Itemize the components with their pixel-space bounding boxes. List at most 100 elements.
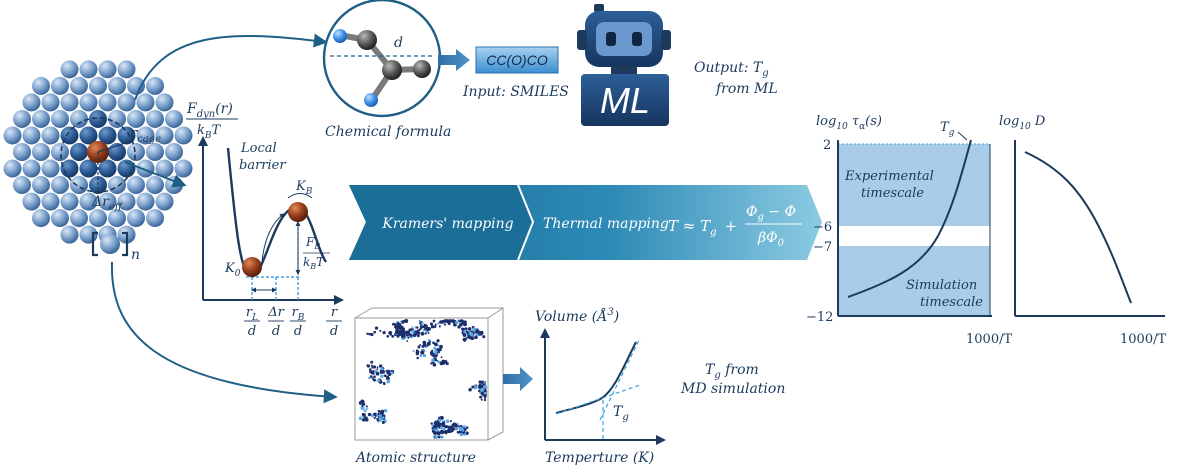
atom [452, 422, 457, 427]
cluster-sphere [108, 209, 126, 228]
cluster-sphere [41, 93, 60, 112]
barrier-particle [288, 202, 308, 222]
atom [455, 321, 459, 325]
atom [377, 409, 381, 413]
atom [423, 324, 427, 329]
carbon-atom [382, 60, 402, 80]
cluster-sphere [3, 159, 22, 178]
cluster-sphere [51, 209, 69, 228]
atom [478, 389, 481, 393]
atom [379, 329, 382, 332]
cluster-sphere [22, 159, 41, 178]
atom [420, 322, 424, 325]
free-energy-y-numerator: Fdyn(r) [186, 101, 233, 120]
cluster-sphere [117, 192, 136, 211]
atom [442, 420, 445, 423]
atom [462, 333, 467, 337]
atom [439, 361, 444, 366]
atom [441, 320, 445, 324]
atom [383, 382, 386, 386]
md-tg-label: Tg [613, 404, 629, 423]
cluster-sphere [89, 209, 107, 228]
atom [440, 356, 443, 359]
atom [368, 332, 371, 336]
cluster-sphere [155, 126, 174, 145]
cluster-sphere [136, 93, 155, 112]
bond-d-label: d [394, 35, 403, 51]
atom [463, 329, 467, 334]
atom [382, 416, 385, 419]
cluster-sphere [60, 192, 79, 211]
free-energy-plot [198, 136, 344, 305]
atom [480, 398, 483, 401]
cage-radius-line [97, 139, 135, 153]
simulation-timescale-label: Simulation [906, 278, 977, 293]
arrow-to-smiles [438, 49, 470, 71]
cluster-sphere [13, 176, 31, 195]
cluster-sphere [127, 109, 145, 128]
atom [370, 413, 374, 417]
diffusion-plot [1014, 140, 1165, 317]
cluster-sphere [70, 76, 88, 95]
cluster-sphere [146, 209, 164, 228]
atom [451, 319, 455, 323]
melt-asymptote [599, 337, 641, 421]
atom [424, 332, 427, 335]
cluster-sphere [108, 109, 126, 128]
atom [374, 412, 377, 415]
cluster-sphere [136, 126, 155, 145]
atom [378, 417, 383, 421]
arrow-to-potential [124, 161, 187, 188]
atom [422, 329, 425, 332]
atom [433, 325, 437, 329]
cluster-sphere [174, 126, 193, 145]
atom [383, 408, 388, 413]
atom [427, 326, 431, 331]
cluster-sphere [32, 109, 50, 128]
cluster-sphere [22, 93, 41, 112]
volume-curve [555, 341, 637, 414]
atom [454, 428, 458, 431]
atom [440, 429, 444, 434]
atom [411, 326, 414, 329]
x-tick-numerator: Δr [267, 305, 284, 320]
diffusion-axis-label: log10 D [999, 114, 1046, 132]
cluster-sphere [165, 109, 183, 128]
x-tick-denominator: d [248, 324, 256, 339]
atom [419, 344, 422, 346]
atom [440, 426, 444, 430]
cluster-sphere [155, 93, 174, 112]
atom [420, 350, 425, 355]
atom [445, 419, 450, 424]
cluster-sphere [146, 176, 164, 195]
cluster-sphere [98, 192, 117, 211]
atom [370, 332, 374, 337]
atom [467, 334, 470, 337]
cluster-sphere [146, 143, 164, 161]
cluster-sphere [41, 126, 60, 145]
x-tick-denominator: d [294, 324, 302, 339]
atom [480, 386, 483, 389]
atom [432, 319, 436, 323]
cluster-sphere [117, 93, 136, 112]
atom [396, 322, 400, 326]
atom [372, 365, 377, 369]
atom [420, 331, 425, 336]
cluster-sphere [60, 60, 79, 79]
volume-temperature-plot [540, 328, 666, 445]
cluster-sphere [127, 209, 145, 228]
cluster-sphere [22, 192, 41, 211]
tau-curve [847, 139, 972, 298]
x-tick-numerator: rB [292, 305, 305, 323]
cluster-sphere [51, 109, 69, 128]
atom [397, 330, 401, 333]
cluster-sphere [174, 159, 193, 178]
kramers-mapping-label: Kramers' mapping [381, 216, 513, 232]
atom [363, 416, 367, 420]
cluster-sphere [79, 93, 98, 112]
fb-denominator: kBT [303, 255, 325, 271]
atom [454, 320, 457, 322]
atom [438, 418, 442, 422]
thermal-mapping-equation: T ≈ Tg+ [668, 217, 737, 238]
